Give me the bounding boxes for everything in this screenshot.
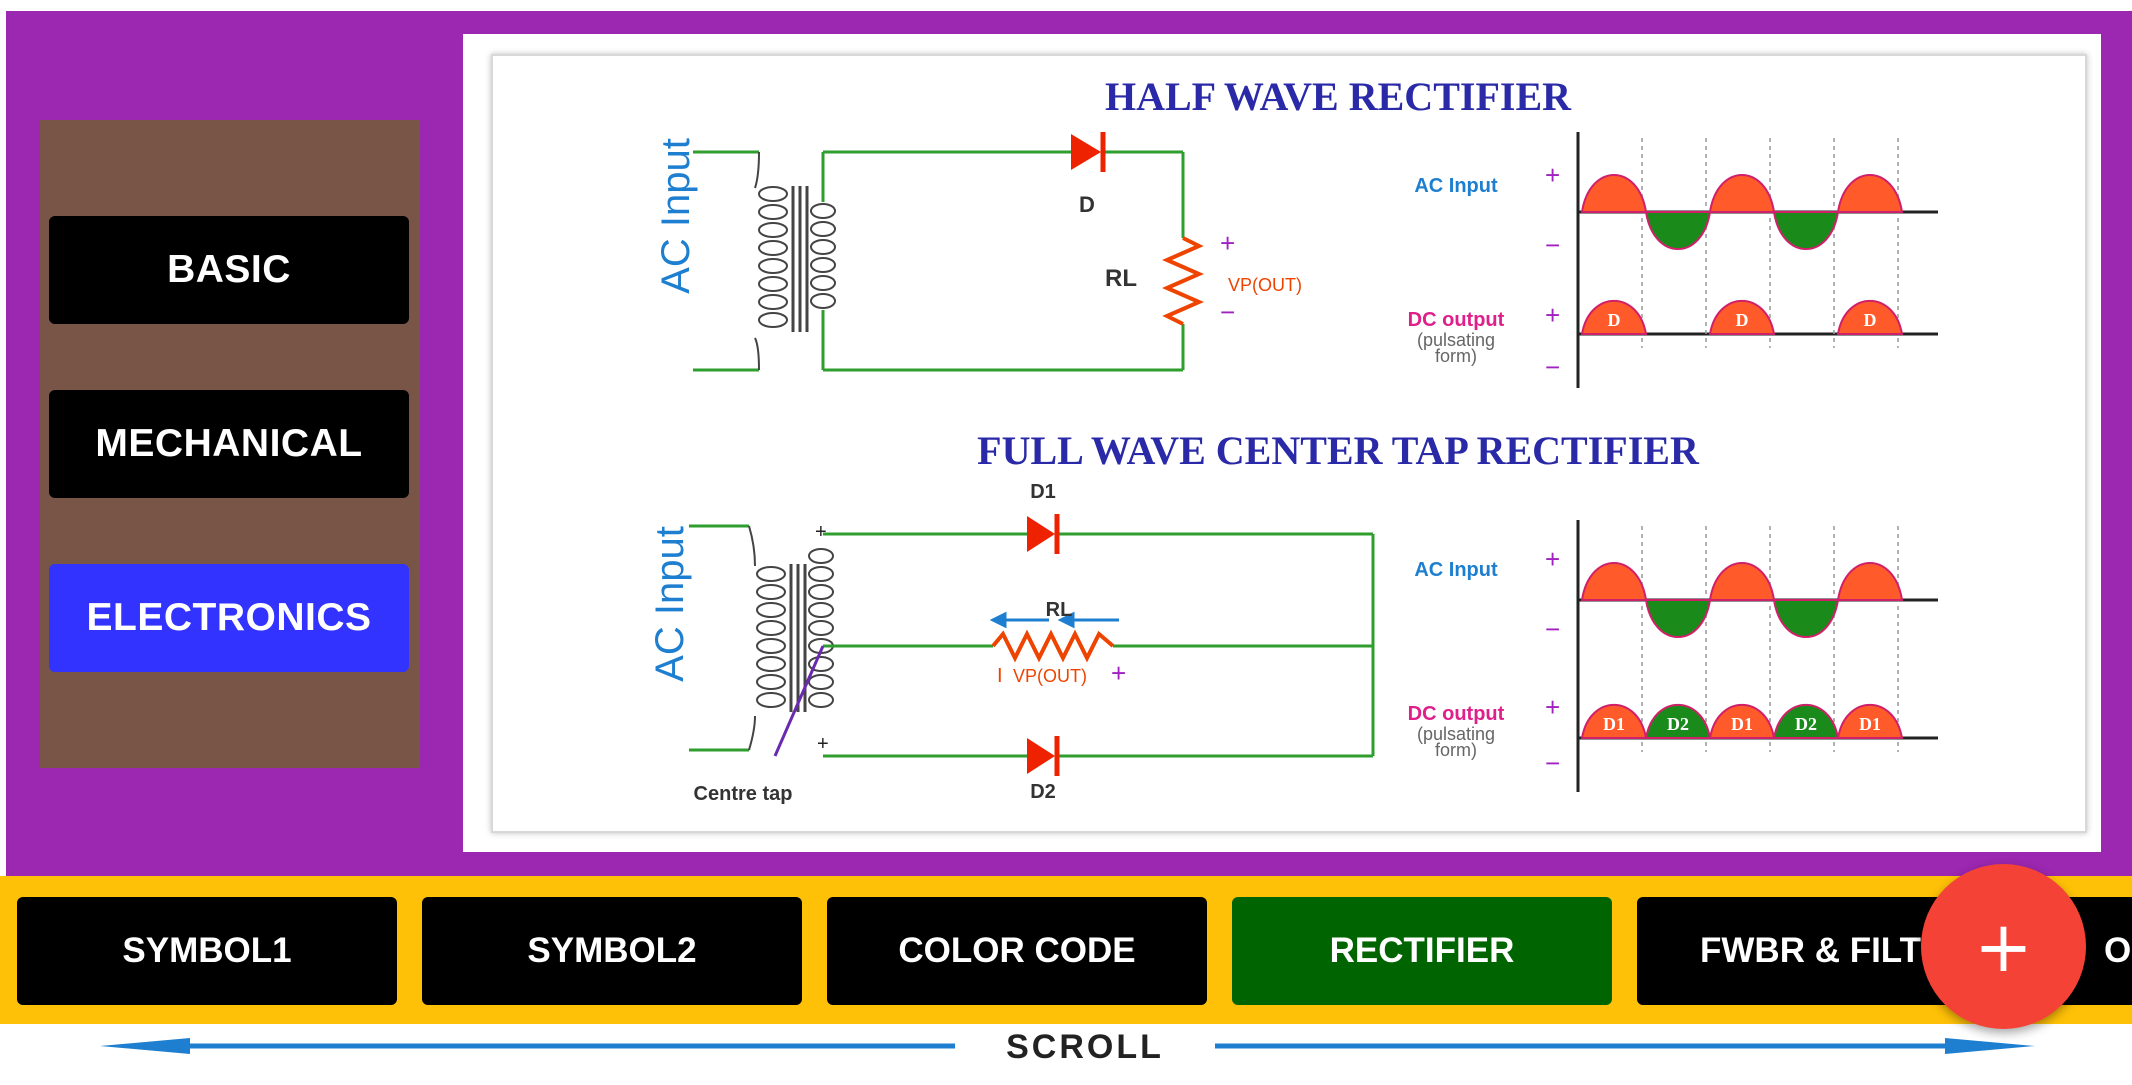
half-wave-resistor-label: RL: [1105, 265, 1137, 292]
full-wave-transformer: [689, 524, 834, 752]
status-strip: [0, 0, 2132, 11]
scroll-arrow-icon: SCROLL: [100, 1028, 2035, 1066]
half-wave-title: HALF WAVE RECTIFIER: [1105, 74, 1572, 119]
full-wave-diode2-icon: [1027, 736, 1060, 776]
full-wave-graph-dc-minus: −: [1545, 748, 1560, 778]
svg-text:D1: D1: [1603, 714, 1625, 734]
half-wave-circuit-wires: [823, 150, 1185, 372]
edge-strip: [0, 0, 6, 876]
half-wave-diode-icon: [1071, 132, 1106, 172]
scroll-label: SCROLL: [1006, 1028, 1164, 1066]
full-wave-vout-label: VP(OUT): [1013, 666, 1087, 686]
half-wave-ac-input-label: AC Input: [654, 138, 698, 294]
full-wave-bottom-plus: +: [817, 733, 829, 755]
svg-text:D1: D1: [1859, 714, 1881, 734]
plus-icon: +: [1974, 905, 2033, 988]
half-wave-graph-dc-sub2: form): [1435, 346, 1477, 366]
full-wave-graph-dc-sub2: form): [1435, 740, 1477, 760]
half-wave-diode-label: D: [1079, 192, 1095, 217]
diagram-card: HALF WAVE RECTIFIER AC Input: [463, 34, 2101, 852]
half-wave-graph-dc-sub1: (pulsating: [1417, 330, 1495, 350]
svg-text:D1: D1: [1731, 714, 1753, 734]
half-wave-graph-ac-plus: +: [1545, 160, 1560, 190]
scroll-indicator[interactable]: SCROLL: [0, 1024, 2132, 1080]
full-wave-graph-dc-sub1: (pulsating: [1417, 724, 1495, 744]
half-wave-graph-ac-label: AC Input: [1414, 175, 1498, 197]
full-wave-graph-ac-plus: +: [1545, 544, 1560, 574]
half-wave-minus: −: [1220, 297, 1235, 327]
half-wave-resistor-icon: [1162, 236, 1204, 326]
full-wave-vout-plus: +: [1111, 658, 1126, 688]
category-electronics-button[interactable]: ELECTRONICS: [49, 564, 409, 672]
add-fab-button[interactable]: +: [1921, 864, 2086, 1029]
half-wave-vout-label: VP(OUT): [1228, 275, 1302, 295]
full-wave-resistor-label: RL: [1046, 599, 1073, 621]
half-wave-graph-ac-minus: −: [1545, 230, 1560, 260]
tab-symbol2[interactable]: SYMBOL2: [422, 897, 802, 1005]
half-wave-plus: +: [1220, 228, 1235, 258]
full-wave-title: FULL WAVE CENTER TAP RECTIFIER: [977, 428, 1700, 473]
full-wave-resistor-icon: [991, 629, 1115, 663]
full-wave-graph-dc-label: DC output: [1408, 703, 1505, 725]
svg-text:D: D: [1608, 310, 1621, 330]
half-wave-transformer: [693, 150, 836, 372]
rectifier-diagram-image: HALF WAVE RECTIFIER AC Input: [648, 74, 1938, 805]
centre-tap-pointer: [773, 645, 825, 757]
full-wave-graph-ac-minus: −: [1545, 614, 1560, 644]
category-panel: BASIC MECHANICAL ELECTRONICS: [40, 120, 420, 768]
tab-rectifier[interactable]: RECTIFIER: [1232, 897, 1612, 1005]
full-wave-waveform-graph: D1 D2 D1 D2 D1: [1576, 520, 1938, 792]
full-wave-graph-ac-label: AC Input: [1414, 559, 1498, 581]
full-wave-graph-dc-plus: +: [1545, 692, 1560, 722]
half-wave-graph-dc-label: DC output: [1408, 309, 1505, 331]
tab-color-code[interactable]: COLOR CODE: [827, 897, 1207, 1005]
full-wave-vout-minus: I: [997, 665, 1003, 687]
full-wave-diode1-icon: [1027, 514, 1060, 554]
centre-tap-label: Centre tap: [694, 783, 793, 805]
content-area: BASIC MECHANICAL ELECTRONICS HALF WAVE R…: [0, 0, 2132, 876]
svg-text:D2: D2: [1667, 714, 1689, 734]
svg-text:D: D: [1864, 310, 1877, 330]
rectifier-diagram: HALF WAVE RECTIFIER AC Input: [491, 54, 2087, 833]
category-mechanical-button[interactable]: MECHANICAL: [49, 390, 409, 498]
tab-symbol1[interactable]: SYMBOL1: [17, 897, 397, 1005]
half-wave-graph-dc-minus: −: [1545, 352, 1560, 382]
svg-text:D: D: [1736, 310, 1749, 330]
full-wave-d1-label: D1: [1030, 481, 1056, 503]
category-basic-button[interactable]: BASIC: [49, 216, 409, 324]
full-wave-current-arrows: [989, 611, 1119, 629]
full-wave-top-plus: +: [815, 521, 827, 543]
full-wave-ac-input-label: AC Input: [648, 526, 692, 682]
svg-text:D2: D2: [1795, 714, 1817, 734]
full-wave-circuit-wires: [823, 532, 1375, 758]
half-wave-graph-dc-plus: +: [1545, 300, 1560, 330]
bottom-tab-bar: SYMBOL1 SYMBOL2 COLOR CODE RECTIFIER FWB…: [0, 876, 2132, 1024]
full-wave-d2-label: D2: [1030, 781, 1056, 803]
